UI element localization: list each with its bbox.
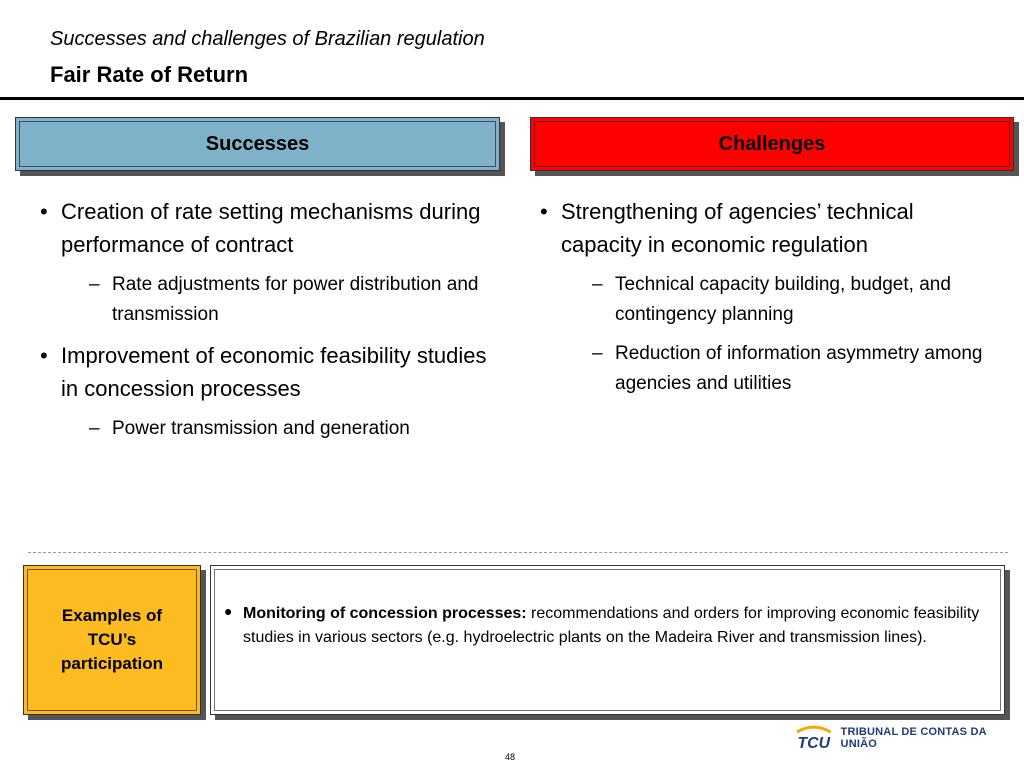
sub-list-item: – Power transmission and generation <box>40 414 490 444</box>
list-item: • Improvement of economic feasibility st… <box>40 339 490 405</box>
successes-header: Successes <box>15 117 500 171</box>
challenges-list: • Strengthening of agencies’ technical c… <box>540 195 1000 408</box>
examples-lead: Monitoring of concession processes: <box>243 605 527 622</box>
list-item: • Creation of rate setting mechanisms du… <box>40 195 490 261</box>
slide-title: Fair Rate of Return <box>50 62 249 87</box>
sub-list-item-text: Rate adjustments for power distribution … <box>112 274 479 325</box>
logo-mark-text: TCU <box>798 735 831 751</box>
list-item-text: Improvement of economic feasibility stud… <box>61 343 487 401</box>
examples-label-box: Examples of TCU’s participation <box>23 565 201 715</box>
list-item-text: Strengthening of agencies’ technical cap… <box>561 199 914 257</box>
dash-icon: – <box>89 418 100 439</box>
successes-heading: Successes <box>205 132 310 155</box>
tcu-logo-icon: TCU <box>796 725 832 751</box>
sub-list-item: – Rate adjustments for power distributio… <box>40 270 490 330</box>
examples-text: Monitoring of concession processes: reco… <box>243 602 983 650</box>
page-number: 48 <box>505 752 516 762</box>
sub-list-item-text: Technical capacity building, budget, and… <box>615 274 951 325</box>
bullet-icon: • <box>540 199 548 224</box>
examples-label: Examples of TCU’s participation <box>60 606 163 673</box>
challenges-header: Challenges <box>530 117 1014 171</box>
section-divider <box>28 552 1008 553</box>
sub-list-item: – Technical capacity building, budget, a… <box>540 270 1000 330</box>
slide-subtitle: Successes and challenges of Brazilian re… <box>50 28 485 50</box>
dash-icon: – <box>592 274 603 295</box>
examples-body: recommendations and orders for improving… <box>243 605 980 646</box>
sub-list-item: – Reduction of information asymmetry amo… <box>540 339 1000 399</box>
bullet-icon: • <box>40 343 48 368</box>
sub-list-item-text: Power transmission and generation <box>112 418 410 439</box>
successes-list: • Creation of rate setting mechanisms du… <box>40 195 490 453</box>
title-divider <box>0 97 1024 100</box>
dash-icon: – <box>592 343 603 364</box>
list-item: • Strengthening of agencies’ technical c… <box>540 195 1000 261</box>
tcu-logo: TCU TRIBUNAL DE CONTAS DA UNIÃO <box>793 725 1024 751</box>
bullet-icon: • <box>40 199 48 224</box>
dash-icon: – <box>89 274 100 295</box>
examples-content-box: ● Monitoring of concession processes: re… <box>210 565 1005 715</box>
bullet-icon: ● <box>224 603 233 619</box>
challenges-heading: Challenges <box>718 132 826 155</box>
sub-list-item-text: Reduction of information asymmetry among… <box>615 343 983 394</box>
list-item-text: Creation of rate setting mechanisms duri… <box>61 199 481 257</box>
logo-name: TRIBUNAL DE CONTAS DA UNIÃO <box>840 726 987 750</box>
